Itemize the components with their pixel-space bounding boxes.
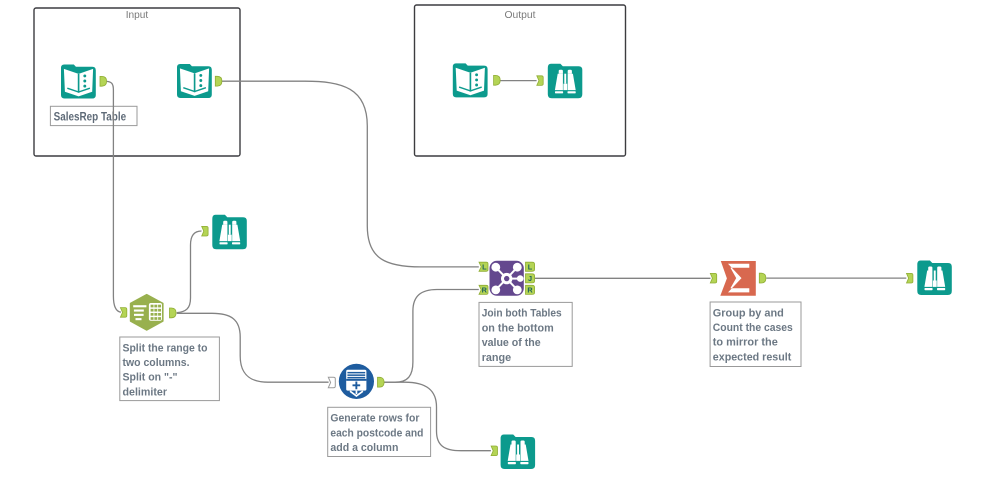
svg-text:to mirror the: to mirror the [713,337,778,349]
svg-text:Count the cases: Count the cases [713,322,793,334]
svg-text:R: R [527,286,533,295]
svg-text:add a column: add a column [330,442,398,454]
svg-text:two columns.: two columns. [123,357,190,369]
svg-text:J: J [528,274,532,283]
svg-text:R: R [482,286,488,295]
svg-text:SalesRep Table: SalesRep Table [54,110,127,124]
svg-text:Join both Tables: Join both Tables [482,308,562,320]
svg-text:Input: Input [126,10,149,21]
svg-text:Output: Output [505,10,536,21]
svg-text:Split on "-": Split on "-" [123,372,178,384]
svg-text:expected result: expected result [713,351,792,363]
svg-text:each postcode and: each postcode and [330,427,423,439]
svg-text:L: L [528,262,533,271]
svg-text:range: range [482,352,512,364]
svg-text:value of the: value of the [482,337,541,349]
svg-text:Generate rows for: Generate rows for [330,413,420,425]
svg-text:on the bottom: on the bottom [482,322,554,334]
svg-text:Group by and: Group by and [713,307,784,319]
svg-text:Split the range to: Split the range to [123,342,208,354]
svg-text:L: L [482,262,487,271]
svg-text:delimiter: delimiter [123,386,168,398]
